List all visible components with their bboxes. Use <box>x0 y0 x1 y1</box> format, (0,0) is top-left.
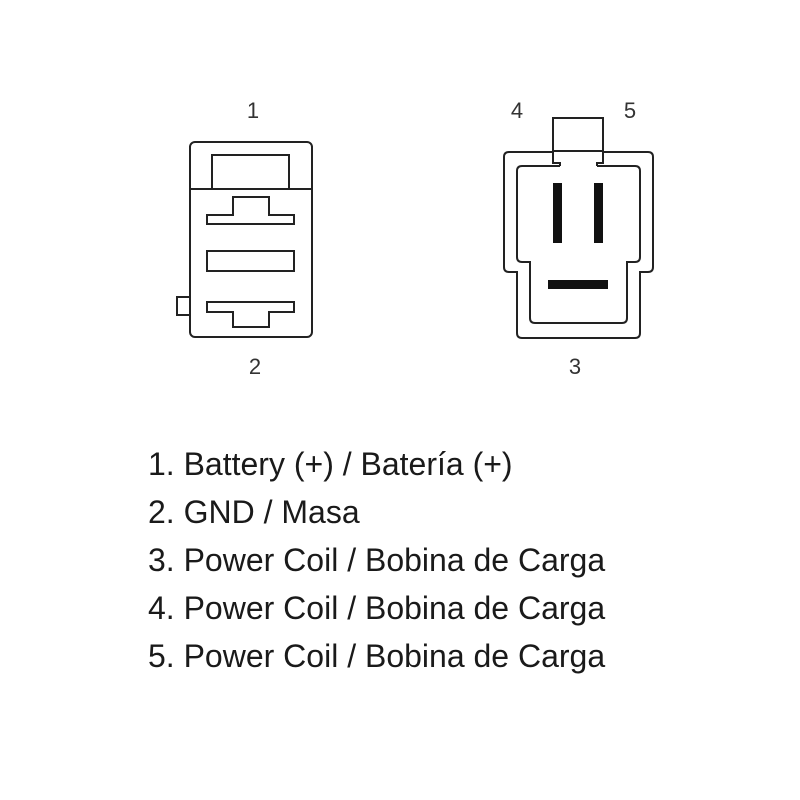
connector-a-latch <box>211 154 290 189</box>
connector-b-latch <box>552 117 604 152</box>
pin-1-terminal <box>206 196 295 225</box>
pin-label-2: 2 <box>249 354 261 379</box>
connector-a-body <box>189 141 313 338</box>
connector-b-outer-body <box>503 151 654 339</box>
legend-item-2: 2. GND / Masa <box>148 494 360 530</box>
pin-legend: 1. Battery (+) / Batería (+) 2. GND / Ma… <box>148 440 605 680</box>
pin-label-1: 1 <box>247 98 259 123</box>
middle-terminal <box>206 250 295 272</box>
connector-a: 1 2 <box>176 98 313 379</box>
connector-b: 4 5 3 <box>503 98 654 379</box>
pin-label-3: 3 <box>569 354 581 379</box>
connector-b-notch-left <box>552 151 561 166</box>
connector-a-key-tab <box>176 296 190 316</box>
legend-item-5: 5. Power Coil / Bobina de Carga <box>148 638 606 674</box>
pin-label-5: 5 <box>624 98 636 123</box>
pin-3-terminal <box>548 280 608 289</box>
pin-label-4: 4 <box>511 98 523 123</box>
connector-b-inner-body <box>516 165 641 324</box>
pin-5-terminal <box>594 183 603 243</box>
pin-2-terminal <box>206 301 295 328</box>
legend-item-1: 1. Battery (+) / Batería (+) <box>148 446 513 482</box>
connector-b-notch-right <box>596 151 604 166</box>
legend-item-4: 4. Power Coil / Bobina de Carga <box>148 590 606 626</box>
pin-4-terminal <box>553 183 562 243</box>
legend-item-3: 3. Power Coil / Bobina de Carga <box>148 542 606 578</box>
